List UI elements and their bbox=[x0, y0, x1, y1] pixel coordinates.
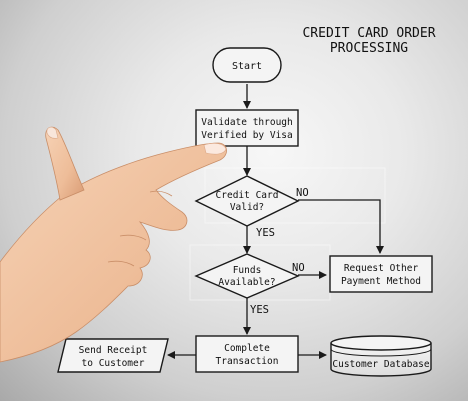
card-valid-line2: Valid? bbox=[230, 202, 264, 213]
request-payment-node bbox=[329, 255, 433, 293]
hand-thumb bbox=[45, 126, 85, 201]
edge-card-valid-request bbox=[298, 199, 384, 254]
validate-node bbox=[195, 109, 299, 147]
connectors bbox=[167, 84, 384, 359]
validate-node-line2: Verified by Visa bbox=[201, 130, 293, 141]
pointing-hand bbox=[0, 126, 227, 363]
thumb-nail bbox=[46, 126, 59, 139]
index-fingernail bbox=[203, 143, 227, 155]
complete-transaction-node bbox=[195, 335, 299, 373]
hand-palm bbox=[0, 142, 227, 363]
edge-label-no-2: NO bbox=[292, 262, 305, 274]
send-receipt-line2: to Customer bbox=[82, 358, 145, 369]
complete-transaction-line1: Complete bbox=[224, 343, 270, 354]
diagram-title-line1: CREDIT CARD ORDER bbox=[302, 26, 435, 41]
diagram-title-line2: PROCESSING bbox=[330, 41, 408, 56]
edge-label-no-1: NO bbox=[296, 187, 309, 199]
edge-label-yes-1: YES bbox=[256, 227, 275, 239]
funds-line1: Funds bbox=[233, 265, 262, 276]
start-node-label: Start bbox=[232, 61, 262, 72]
send-receipt-node bbox=[57, 338, 169, 373]
customer-database-label: Customer Database bbox=[332, 359, 430, 370]
card-valid-decision bbox=[194, 175, 300, 227]
card-valid-line1: Credit Card bbox=[216, 190, 279, 201]
funds-line2: Available? bbox=[218, 277, 275, 288]
request-payment-line2: Payment Method bbox=[341, 276, 421, 287]
start-node bbox=[212, 47, 282, 83]
request-payment-line1: Request Other bbox=[344, 263, 419, 274]
validate-node-line1: Validate through bbox=[201, 117, 293, 128]
funds-decision bbox=[194, 253, 300, 299]
edge-label-yes-2: YES bbox=[250, 304, 269, 316]
customer-database-node bbox=[330, 335, 432, 377]
complete-transaction-line2: Transaction bbox=[216, 356, 279, 367]
send-receipt-line1: Send Receipt bbox=[79, 345, 148, 356]
